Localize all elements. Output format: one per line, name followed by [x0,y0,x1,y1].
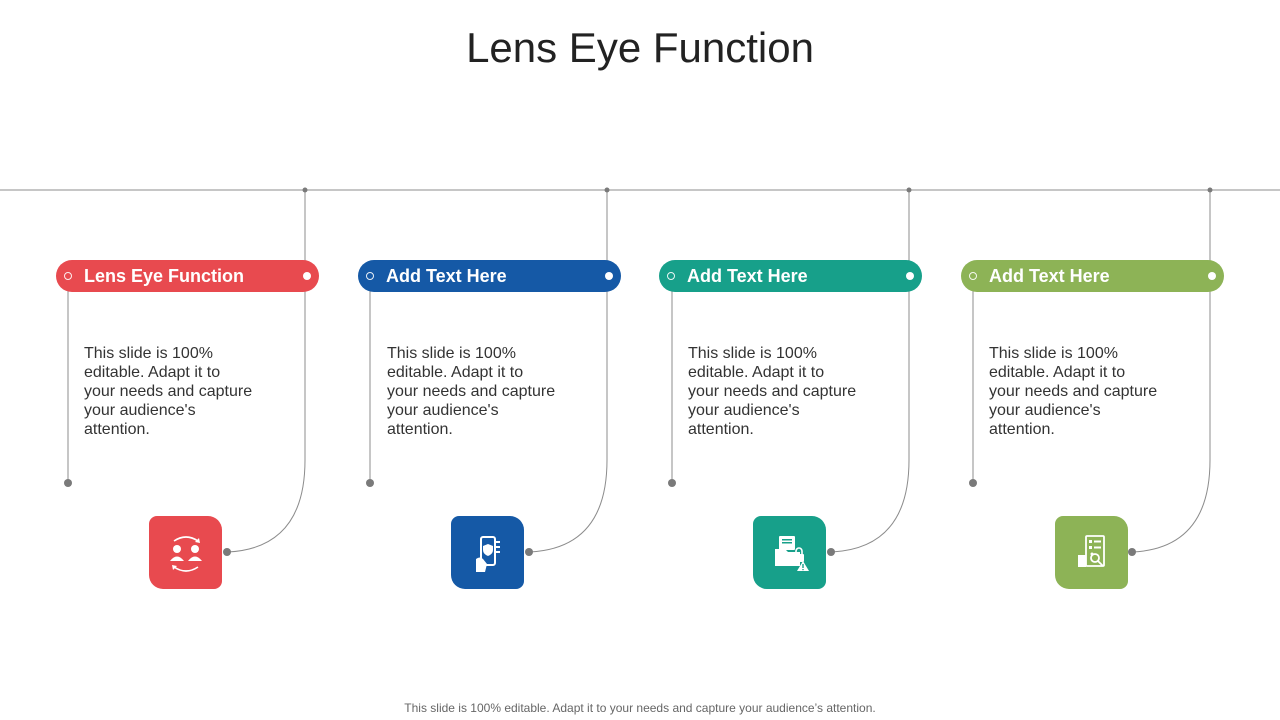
step-2-icon-tile [451,516,524,589]
step-2-header: Add Text Here [358,260,621,292]
step-1-description: This slide is 100% editable. Adapt it to… [84,345,253,438]
step-2-description: This slide is 100% editable. Adapt it to… [387,345,556,438]
step-3-header: Add Text Here [659,260,922,292]
step-2-heading: Add Text Here [386,266,507,286]
pill-dot [906,272,914,280]
step-4-header: Add Text Here [961,260,1224,292]
user-exchange-icon [169,535,202,572]
step-1-header: Lens Eye Function [56,260,319,292]
pill-dot [366,272,374,280]
footer-note: This slide is 100% editable. Adapt it to… [404,701,876,715]
slide-title: Lens Eye Function [466,24,814,71]
step-4-icon-tile [1055,516,1128,589]
step-3-icon-tile [753,516,826,589]
pill-dot [667,272,675,280]
folder-lock-warning-icon [774,535,809,571]
connector-3 [671,190,910,553]
pill-dot [605,272,613,280]
pill-dot [64,272,72,280]
step-4-heading: Add Text Here [989,266,1110,286]
document-analysis-icon [1077,534,1105,567]
pill-dot [303,272,311,280]
mobile-security-icon [475,535,500,572]
step-3-heading: Add Text Here [687,266,808,286]
pill-dot [1208,272,1216,280]
connector-dots [64,187,1213,556]
step-4-description: This slide is 100% editable. Adapt it to… [989,345,1158,438]
step-1-icon-tile [149,516,222,589]
connector-1 [67,190,306,553]
connector-4 [972,190,1211,553]
step-3-description: This slide is 100% editable. Adapt it to… [688,345,857,438]
pill-dot [969,272,977,280]
connector-2 [369,190,608,553]
step-1-heading: Lens Eye Function [84,266,245,286]
